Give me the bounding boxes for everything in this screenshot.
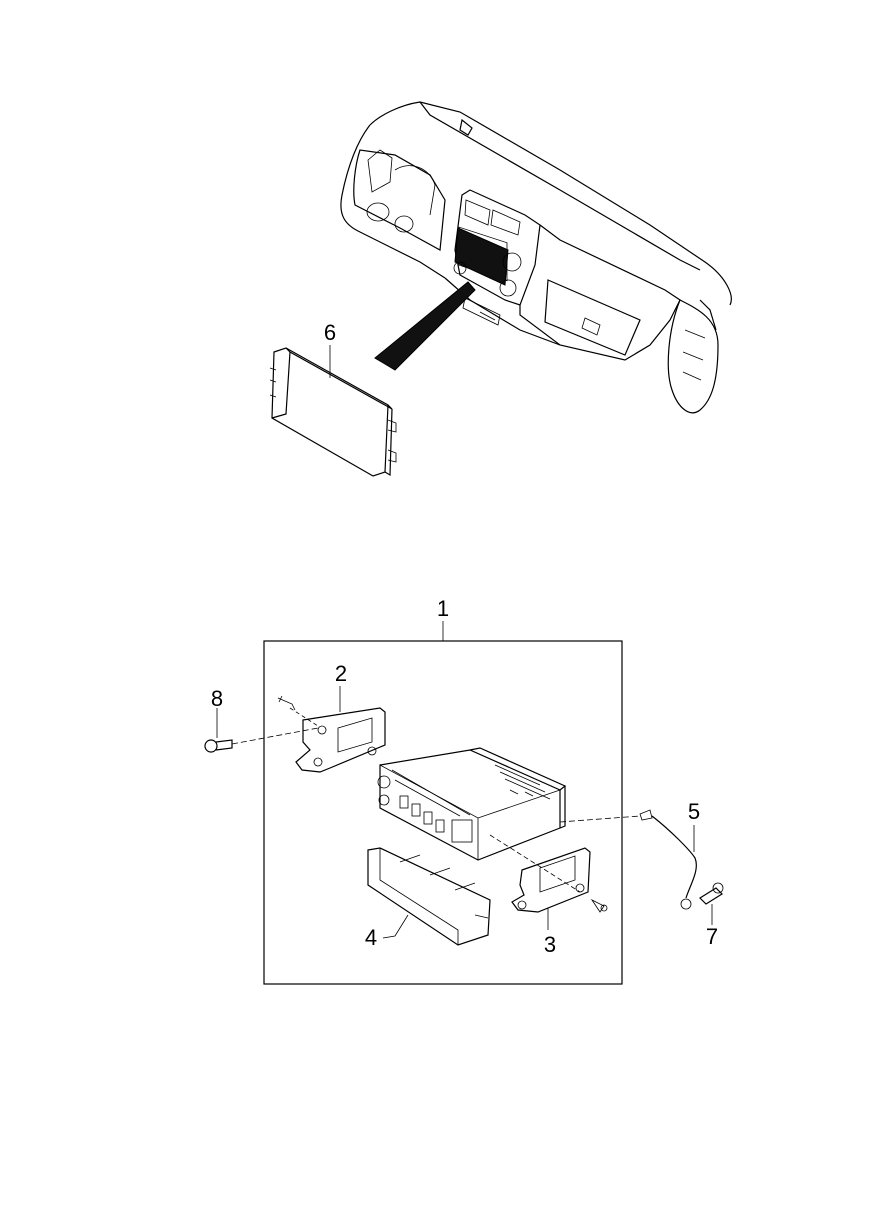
part-7-screw — [699, 882, 724, 925]
callout-6: 6 — [323, 320, 337, 345]
part-3-right-bracket — [511, 847, 608, 930]
callout-7: 7 — [705, 924, 719, 949]
part-5-cable — [639, 809, 697, 910]
part-8-screw — [204, 708, 319, 753]
callout-1: 1 — [436, 596, 450, 621]
part-2-left-bracket — [277, 686, 386, 773]
callout-8: 8 — [210, 686, 224, 711]
part-4-sleeve — [367, 847, 491, 946]
radio-head-unit — [377, 747, 641, 893]
callout-4: 4 — [364, 925, 378, 950]
callout-5: 5 — [687, 799, 701, 824]
callout-3: 3 — [543, 932, 557, 957]
part-6-bezel — [269, 345, 397, 477]
dashboard-illustration — [340, 101, 732, 414]
part-1-kit-box — [263, 640, 623, 985]
callout-2: 2 — [334, 661, 348, 686]
